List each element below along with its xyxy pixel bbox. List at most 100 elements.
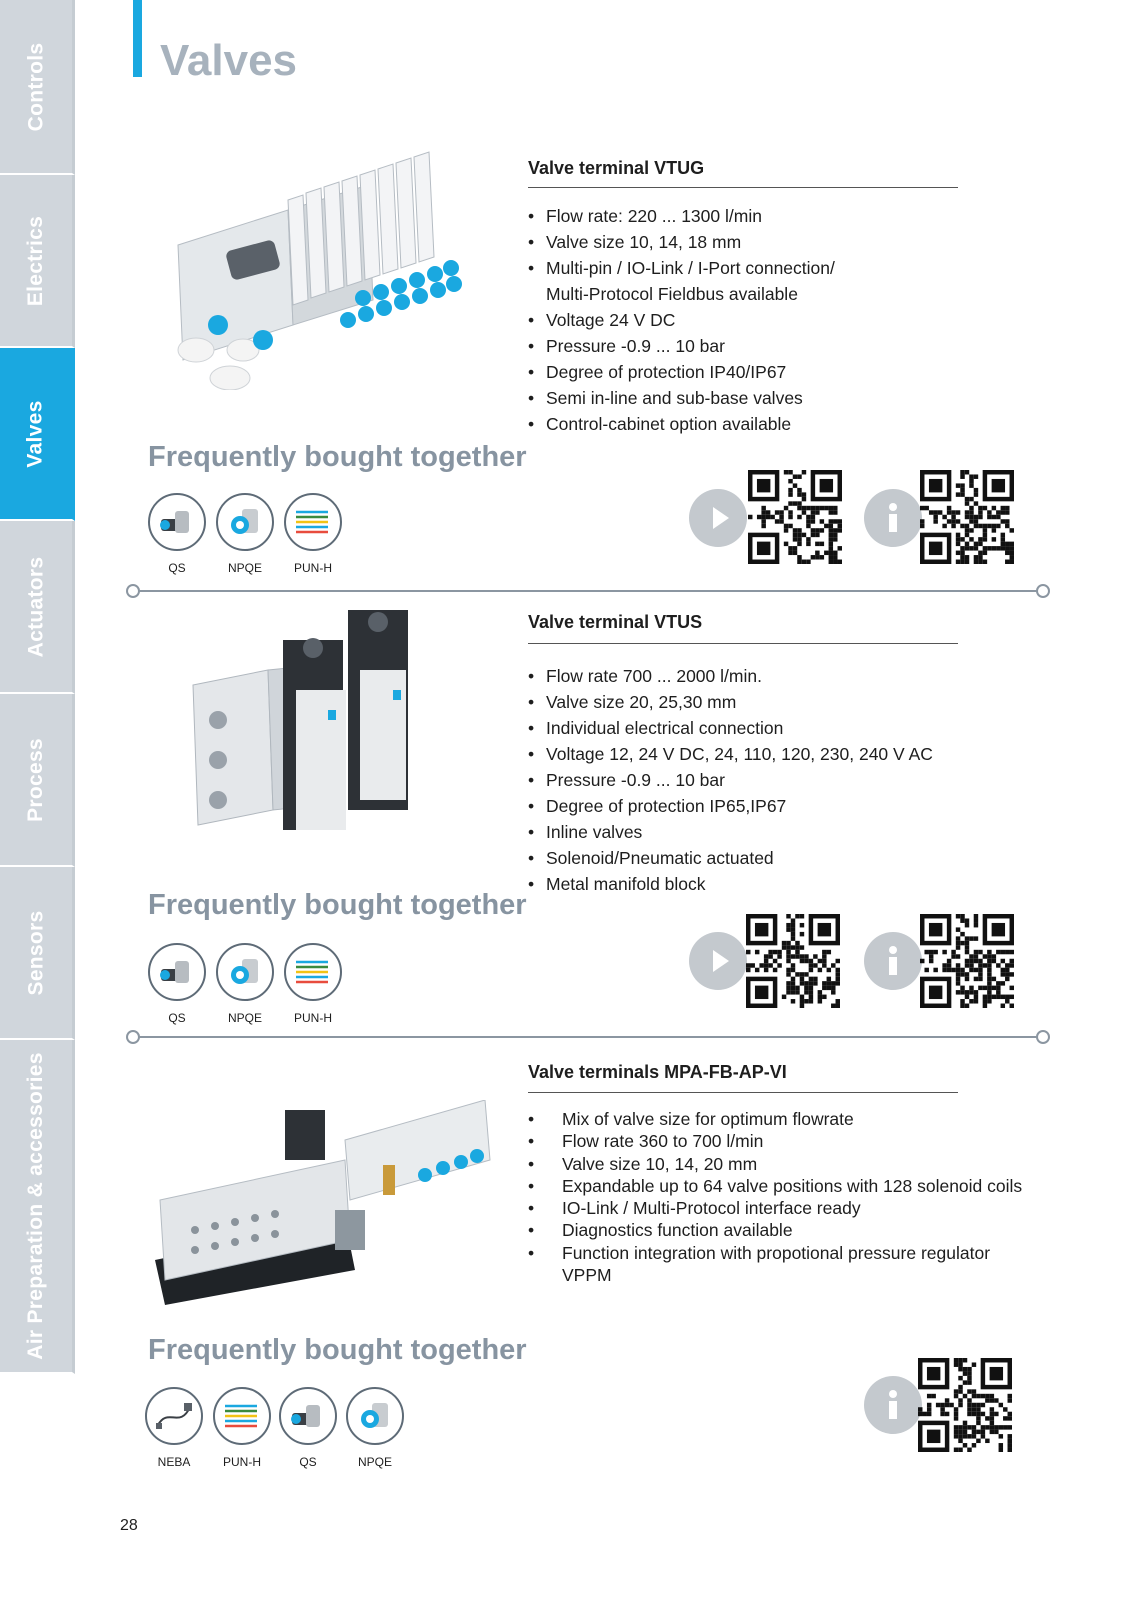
accessory-label: NPQE: [227, 1011, 262, 1025]
spec-item: Mix of valve size for optimum flowrate: [528, 1108, 1022, 1131]
tab-label: Process: [24, 737, 48, 822]
tab-label: Valves: [23, 399, 47, 468]
accessory-qs[interactable]: QS: [279, 1387, 337, 1469]
video-qr-code-icon[interactable]: [746, 914, 840, 1008]
accessory-neba[interactable]: NEBA: [145, 1387, 203, 1469]
accessory-label: NEBA: [157, 1455, 191, 1469]
spec-item: Function integration with propotional pr…: [528, 1242, 1022, 1265]
spec-item: Degree of protection IP65,IP67: [528, 793, 933, 819]
page-number: 28: [120, 1517, 138, 1534]
frequently-bought-heading: Frequently bought together: [148, 1334, 527, 1366]
accessory-label: NPQE: [227, 561, 262, 575]
spec-item-continuation: VPPM: [562, 1265, 612, 1286]
accessory-npqe[interactable]: NPQE: [216, 943, 274, 1025]
spec-list: Flow rate: 220 ... 1300 l/min Valve size…: [528, 203, 835, 437]
spec-item: Valve size 10, 14, 18 mm: [528, 229, 835, 255]
category-tabs: Controls Electrics Valves Actuators Proc…: [0, 0, 75, 1375]
tab-label: Controls: [24, 42, 48, 131]
video-play-icon[interactable]: [689, 932, 747, 990]
spec-item: Flow rate 360 to 700 l/min: [528, 1130, 1022, 1153]
frequently-bought-heading: Frequently bought together: [148, 889, 527, 921]
info-icon[interactable]: [864, 1376, 922, 1434]
video-qr-code-icon[interactable]: [748, 470, 842, 564]
spec-item: Voltage 12, 24 V DC, 24, 110, 120, 230, …: [528, 741, 933, 767]
elbow-fitting-icon: [148, 943, 206, 1001]
frequently-bought-heading: Frequently bought together: [148, 441, 527, 473]
spec-item: Flow rate 700 ... 2000 l/min.: [528, 663, 933, 689]
title-accent-bar: [133, 0, 142, 77]
spec-list: Flow rate 700 ... 2000 l/min. Valve size…: [528, 663, 933, 897]
info-qr-code-icon[interactable]: [920, 470, 1014, 564]
info-icon[interactable]: [864, 489, 922, 547]
info-qr-code-icon[interactable]: [920, 914, 1014, 1008]
info-qr-code-icon[interactable]: [918, 1358, 1012, 1452]
accessory-label: PUN-H: [223, 1455, 261, 1469]
spec-item: Degree of protection IP40/IP67: [528, 359, 835, 385]
spec-item: Valve size 10, 14, 20 mm: [528, 1153, 1022, 1176]
accessory-label: PUN-H: [294, 561, 332, 575]
video-play-icon[interactable]: [689, 489, 747, 547]
tubing-icon: [284, 493, 342, 551]
tab-process[interactable]: Process: [0, 694, 75, 867]
spec-item: Diagnostics function available: [528, 1219, 1022, 1242]
tubing-icon: [213, 1387, 271, 1445]
tab-valves[interactable]: Valves: [0, 348, 75, 521]
accessory-label: QS: [168, 561, 186, 575]
accessory-label: QS: [168, 1011, 186, 1025]
product-title: Valve terminals MPA-FB-AP-VI: [528, 1062, 787, 1082]
accessory-npqe[interactable]: NPQE: [216, 493, 274, 575]
cable-icon: [145, 1387, 203, 1445]
accessory-label: QS: [299, 1455, 317, 1469]
page-title: Valves: [160, 36, 298, 85]
accessory-pun-h[interactable]: PUN-H: [284, 493, 342, 575]
product-title: Valve terminal VTUS: [528, 612, 703, 632]
spec-item: Solenoid/Pneumatic actuated: [528, 845, 933, 871]
tab-label: Actuators: [24, 556, 47, 657]
accessory-qs[interactable]: QS: [148, 493, 206, 575]
accessory-label: PUN-H: [294, 1011, 332, 1025]
elbow-fitting-icon: [279, 1387, 337, 1445]
tab-actuators[interactable]: Actuators: [0, 521, 75, 694]
tab-sensors[interactable]: Sensors: [0, 867, 75, 1040]
title-underline: [528, 1092, 958, 1093]
spec-item: Metal manifold block: [528, 871, 933, 897]
title-underline: [528, 643, 958, 644]
tab-label: Sensors: [24, 910, 48, 995]
spec-item: Valve size 20, 25,30 mm: [528, 689, 933, 715]
spec-item: IO-Link / Multi-Protocol interface ready: [528, 1197, 1022, 1220]
straight-fitting-icon: [216, 943, 274, 1001]
info-icon[interactable]: [864, 932, 922, 990]
spec-item: Individual electrical connection: [528, 715, 933, 741]
accessory-npqe[interactable]: NPQE: [346, 1387, 404, 1469]
straight-fitting-icon: [346, 1387, 404, 1445]
section-divider: [126, 1030, 1050, 1044]
section-divider: [126, 584, 1050, 598]
tab-controls[interactable]: Controls: [0, 0, 75, 175]
title-underline: [528, 187, 958, 188]
product-title: Valve terminal VTUG: [528, 158, 705, 178]
tab-label: Electrics: [24, 215, 48, 306]
spec-item: Flow rate: 220 ... 1300 l/min: [528, 203, 835, 229]
spec-item: Multi-pin / IO-Link / I-Port connection/: [528, 255, 835, 281]
accessory-pun-h[interactable]: PUN-H: [213, 1387, 271, 1469]
mpa-product-image: [155, 1100, 491, 1305]
tab-label: Air Preparation & accessories: [24, 1052, 48, 1360]
vtus-product-image: [192, 610, 408, 830]
spec-item: Pressure -0.9 ... 10 bar: [528, 333, 835, 359]
spec-item: Pressure -0.9 ... 10 bar: [528, 767, 933, 793]
vtug-product-image: [177, 151, 462, 390]
spec-list: Mix of valve size for optimum flowrate F…: [528, 1108, 1022, 1286]
spec-item: Inline valves: [528, 819, 933, 845]
spec-item: Control-cabinet option available: [528, 411, 835, 437]
tubing-icon: [284, 943, 342, 1001]
straight-fitting-icon: [216, 493, 274, 551]
spec-item: Voltage 24 V DC: [528, 307, 835, 333]
tab-air-preparation[interactable]: Air Preparation & accessories: [0, 1040, 75, 1374]
accessory-qs[interactable]: QS: [148, 943, 206, 1025]
accessory-pun-h[interactable]: PUN-H: [284, 943, 342, 1025]
spec-item: Semi in-line and sub-base valves: [528, 385, 835, 411]
tab-electrics[interactable]: Electrics: [0, 175, 75, 348]
accessory-label: NPQE: [357, 1455, 392, 1469]
elbow-fitting-icon: [148, 493, 206, 551]
spec-item: Expandable up to 64 valve positions with…: [528, 1175, 1022, 1198]
